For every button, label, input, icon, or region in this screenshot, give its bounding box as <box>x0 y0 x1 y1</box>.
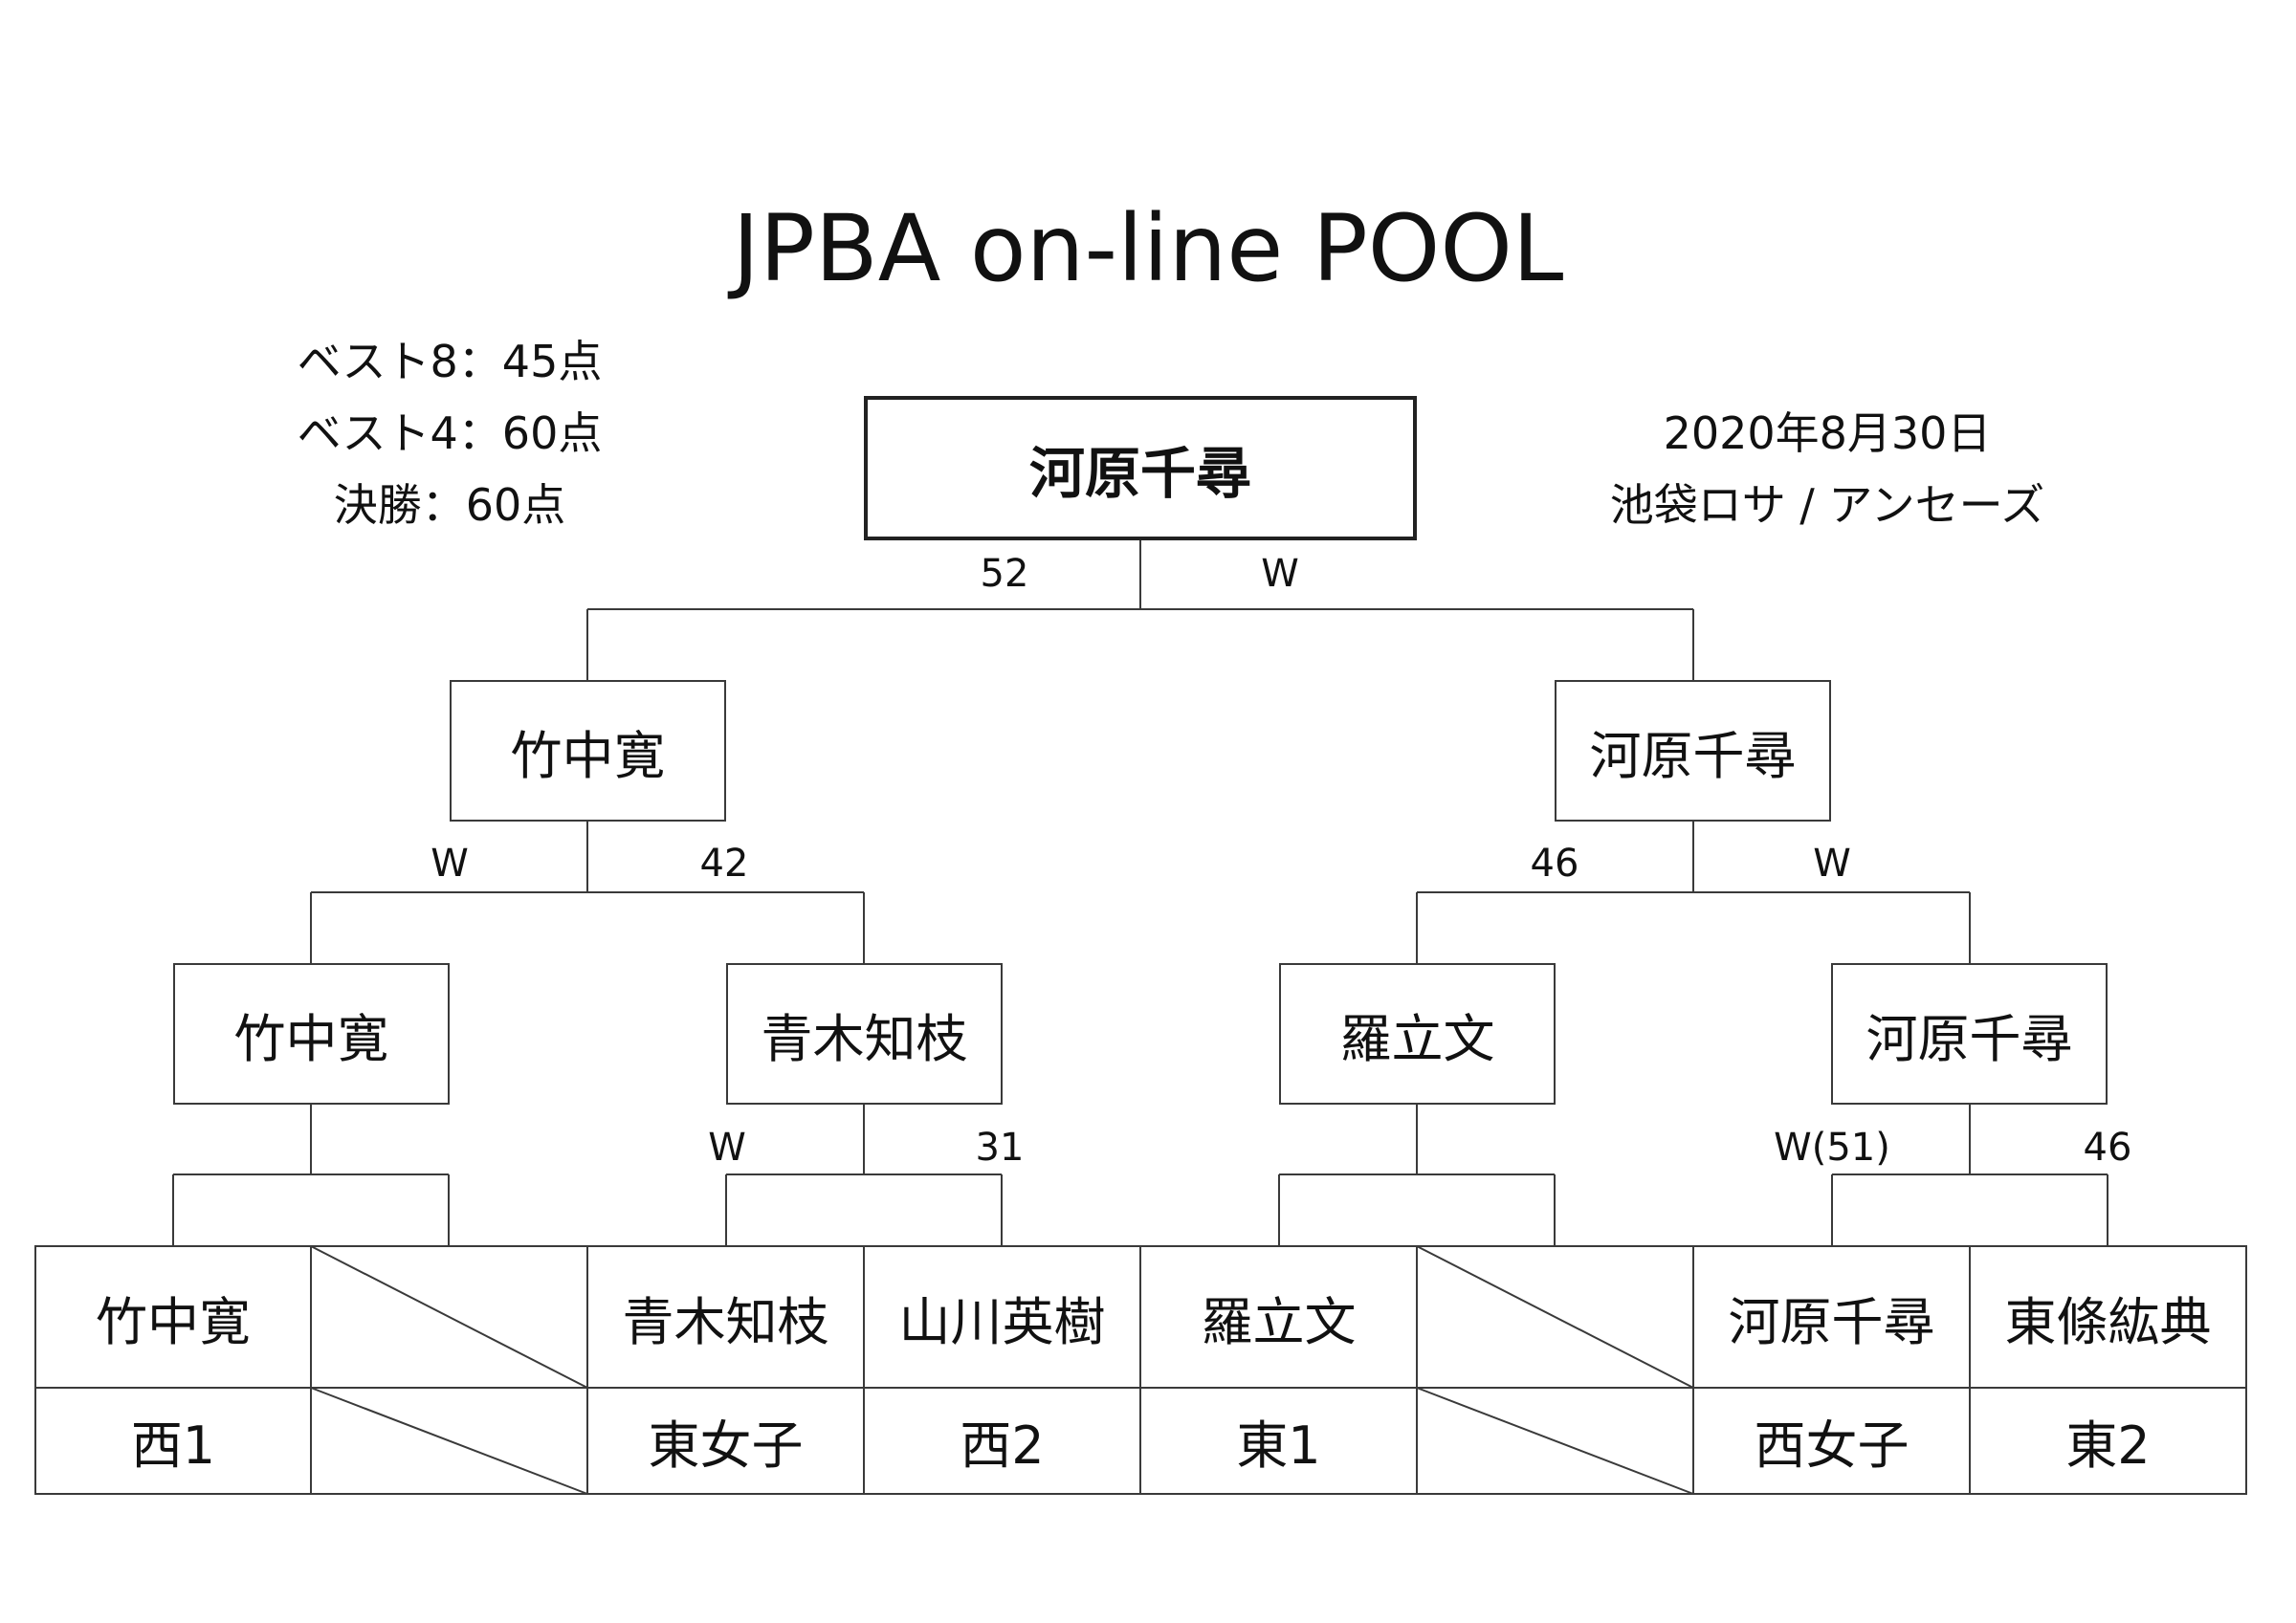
entrant-seed: 西1 <box>130 1415 216 1476</box>
quarterfinal-3-box: 羅立文 <box>1279 963 1556 1105</box>
quarterfinal-4-box: 河原千尋 <box>1831 963 2108 1105</box>
semifinal-right-box: 河原千尋 <box>1555 680 1831 822</box>
entrant-bye <box>311 1246 587 1388</box>
semifinal-left-name: 竹中寛 <box>510 725 666 786</box>
final-right-score: W <box>1261 552 1299 596</box>
quarterfinal-3-name: 羅立文 <box>1339 1008 1495 1069</box>
champion-box: 河原千尋 <box>864 396 1417 540</box>
points-best8: ベスト8：45点 <box>297 336 603 387</box>
semifinal-right-name: 河原千尋 <box>1589 725 1797 786</box>
quarterfinal-1-box: 竹中寛 <box>173 963 450 1105</box>
entrant-seed: 東1 <box>1236 1415 1321 1476</box>
entrant-seed: 西女子 <box>1754 1415 1910 1476</box>
semifinal-right-left-score: 46 <box>1530 842 1579 886</box>
quarterfinal-4-right-score: 46 <box>2083 1126 2132 1170</box>
quarterfinal-4-left-score: W(51) <box>1774 1126 1890 1170</box>
quarterfinal-2-right-score: 31 <box>975 1126 1025 1170</box>
champion-name: 河原千尋 <box>1028 440 1251 506</box>
quarterfinal-2-box: 青木知枝 <box>726 963 1003 1105</box>
entrant-seed-bye <box>311 1388 587 1494</box>
points-final: 決勝：60点 <box>333 479 566 531</box>
final-left-score: 52 <box>980 552 1029 596</box>
entrant-name: 東條紘典 <box>2004 1291 2212 1352</box>
quarterfinal-2-name: 青木知枝 <box>761 1008 968 1069</box>
semifinal-right-right-score: W <box>1813 842 1851 886</box>
entrant-bye <box>1417 1246 1693 1388</box>
event-date: 2020年8月30日 <box>1663 407 1992 459</box>
entrant-name: 竹中寛 <box>96 1291 251 1352</box>
entrant-seed: 東2 <box>2065 1415 2151 1476</box>
quarterfinal-2-left-score: W <box>708 1126 746 1170</box>
semifinal-left-left-score: W <box>430 842 469 886</box>
event-venue: 池袋ロサ / アンセーズ <box>1609 479 2045 531</box>
semifinal-left-box: 竹中寛 <box>450 680 726 822</box>
entrant-name: 河原千尋 <box>1728 1291 1935 1352</box>
points-best4: ベスト4：60点 <box>297 407 603 459</box>
semifinal-left-right-score: 42 <box>699 842 749 886</box>
entrant-name: 山川英樹 <box>898 1291 1106 1352</box>
entrant-seed: 東女子 <box>648 1415 804 1476</box>
quarterfinal-1-name: 竹中寛 <box>233 1008 389 1069</box>
entrant-name: 青木知枝 <box>622 1291 829 1352</box>
page-title: JPBA on-line POOL <box>732 195 1564 302</box>
entrant-name: 羅立文 <box>1201 1291 1357 1352</box>
entrant-seed-bye <box>1417 1388 1693 1494</box>
quarterfinal-4-name: 河原千尋 <box>1866 1008 2073 1069</box>
entrant-seed: 西2 <box>960 1415 1045 1476</box>
